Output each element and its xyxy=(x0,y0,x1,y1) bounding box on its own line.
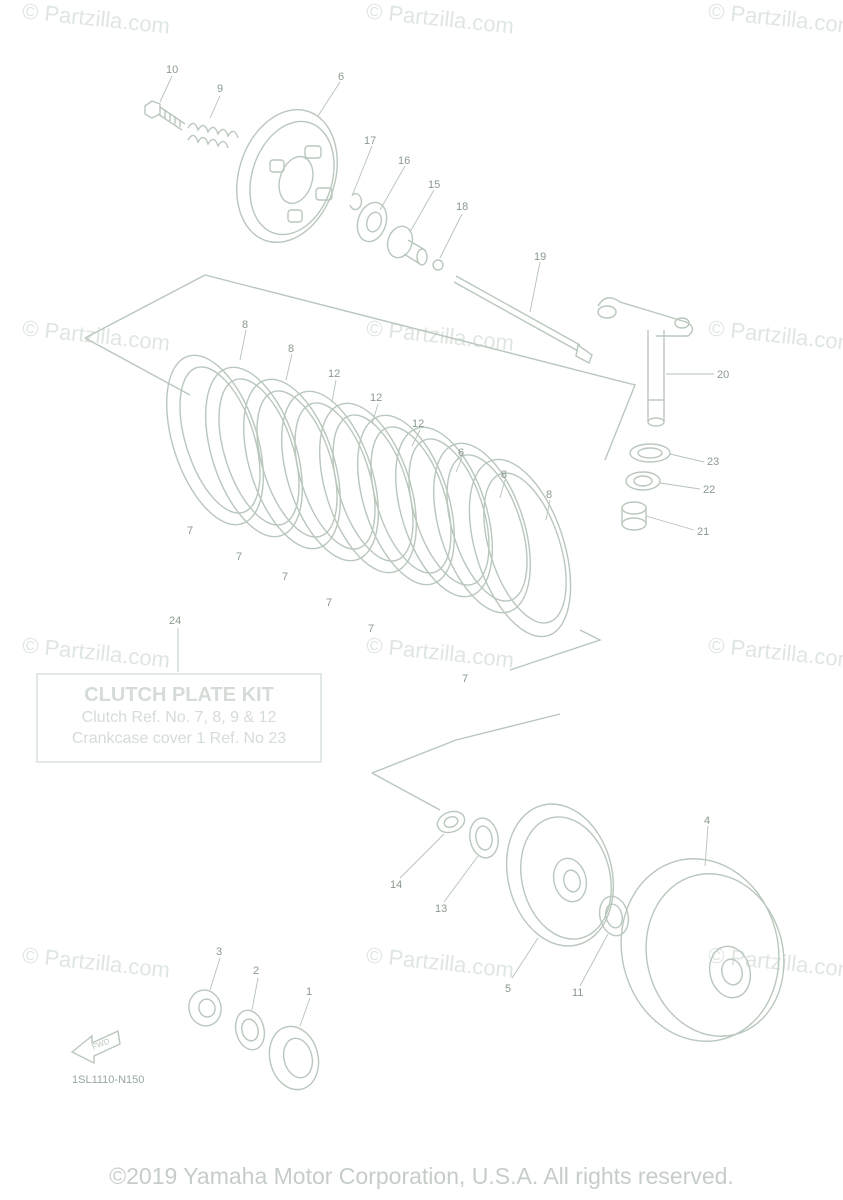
push-lever-shaft-part xyxy=(597,297,694,427)
callout-label: 17 xyxy=(364,135,376,147)
callout-label: 8 xyxy=(288,343,294,355)
callout-label: 14 xyxy=(390,879,402,891)
callout-label: 16 xyxy=(398,155,410,167)
callout-label: 22 xyxy=(703,484,715,496)
kit-title: CLUTCH PLATE KIT xyxy=(84,684,274,706)
kit-line-2: Crankcase cover 1 Ref. No 23 xyxy=(71,730,287,747)
clutch-plate-kit-box: CLUTCH PLATE KIT Clutch Ref. No. 7, 8, 9… xyxy=(36,673,322,763)
callout-label: 2 xyxy=(253,965,259,977)
nut-part xyxy=(188,989,222,1027)
clutch-boss-part xyxy=(505,803,615,947)
spring-part xyxy=(187,122,239,149)
plate-stack-bracket xyxy=(509,629,602,671)
callout-label: 1 xyxy=(306,986,312,998)
callout-label: 3 xyxy=(216,946,222,958)
ball-part xyxy=(432,259,444,271)
kit-line-1: Clutch Ref. No. 7, 8, 9 & 12 xyxy=(81,709,277,726)
callout-label: 21 xyxy=(697,526,709,538)
bolt-part xyxy=(144,100,186,131)
callout-label: 8 xyxy=(242,319,248,331)
clutch-plate-stack xyxy=(165,354,572,638)
exploded-parts-diagram: 10 9 6 17 16 15 18 19 20 23 22 21 8 8 12… xyxy=(70,64,785,1091)
callout-leaders xyxy=(159,75,714,1027)
callout-label: 7 xyxy=(282,571,288,583)
callout-label: 6 xyxy=(458,447,464,459)
callout-label: 7 xyxy=(236,551,242,563)
plate-stack-bracket xyxy=(84,337,191,396)
callout-label: 18 xyxy=(456,201,468,213)
push-rod-part xyxy=(386,225,428,266)
oil-seal-part xyxy=(629,443,671,463)
callout-label: 15 xyxy=(428,179,440,191)
circlip-part xyxy=(349,192,363,211)
callout-label: 10 xyxy=(166,64,178,76)
needle-bearing-part xyxy=(621,501,647,531)
bearing-part xyxy=(356,201,388,243)
callout-label: 7 xyxy=(462,673,468,685)
washer-part xyxy=(469,817,499,859)
callout-label: 9 xyxy=(217,83,223,95)
callout-label: 12 xyxy=(328,368,340,380)
long-push-rod-part xyxy=(453,275,593,364)
callout-label: 23 xyxy=(707,456,719,468)
callout-label: 7 xyxy=(187,525,193,537)
plate-stack-bracket xyxy=(84,274,636,461)
lower-bracket xyxy=(371,772,441,811)
oil-seal-part xyxy=(625,471,661,491)
callout-label: 4 xyxy=(704,815,710,827)
washer-part xyxy=(234,1009,266,1051)
copyright-notice: ©2019 Yamaha Motor Corporation, U.S.A. A… xyxy=(109,1163,734,1189)
thrust-washer-part xyxy=(598,895,630,937)
callout-label: 24 xyxy=(169,615,181,627)
pressure-plate-part xyxy=(236,108,338,244)
callout-label: 8 xyxy=(546,489,552,501)
callout-label: 7 xyxy=(326,597,332,609)
callout-label: 5 xyxy=(505,983,511,995)
callout-label: 11 xyxy=(572,987,583,999)
fwd-arrow-icon xyxy=(70,1029,121,1065)
lower-bracket xyxy=(371,713,561,774)
clutch-housing-part xyxy=(620,858,785,1042)
callout-label: 6 xyxy=(338,71,344,83)
callout-label: 8 xyxy=(501,469,507,481)
callout-label: 13 xyxy=(435,903,447,915)
diagram-code: 1SL1110-N150 xyxy=(72,1074,145,1086)
callout-label: 12 xyxy=(370,392,382,404)
callout-label: 7 xyxy=(368,623,374,635)
nut-part xyxy=(436,810,466,834)
callout-label: 19 xyxy=(534,251,546,263)
callout-label: 12 xyxy=(412,418,424,430)
callout-label: 20 xyxy=(717,369,729,381)
drive-gear-part xyxy=(268,1025,320,1091)
